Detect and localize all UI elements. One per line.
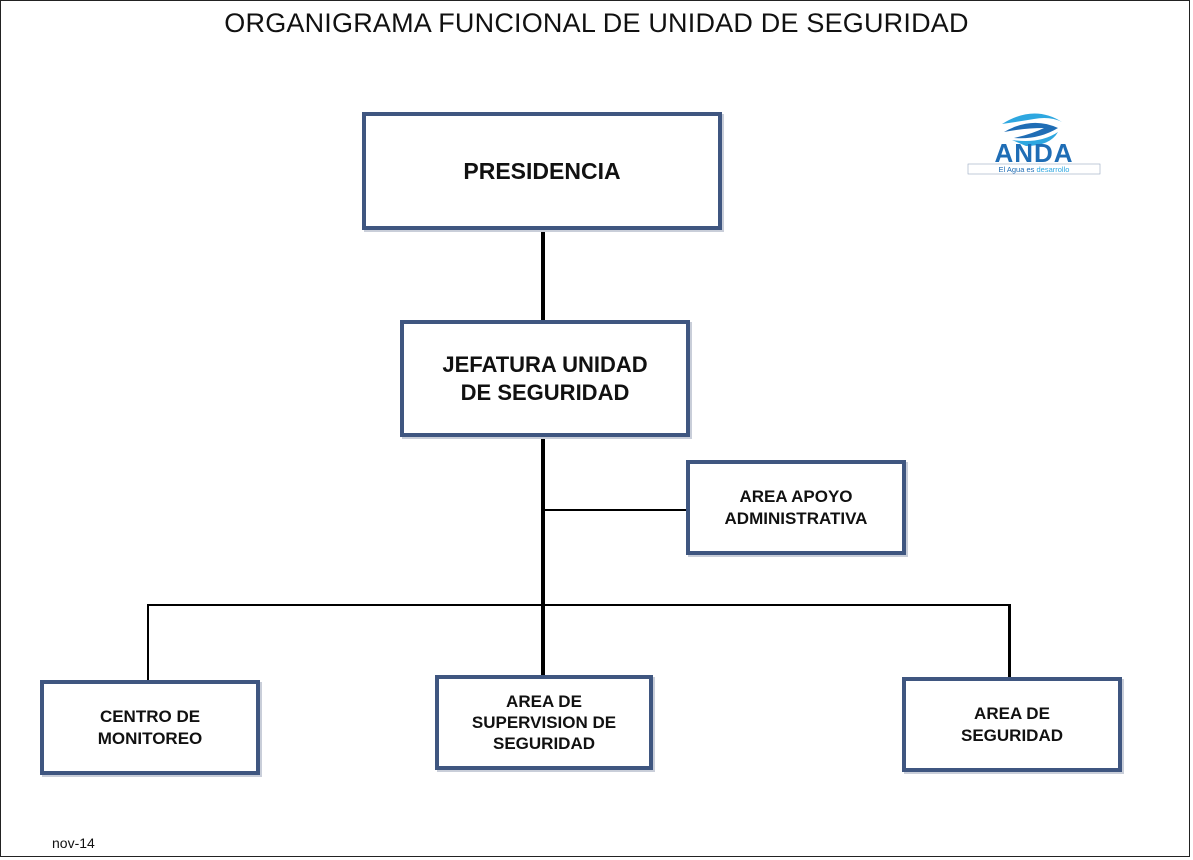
node-jefatura: JEFATURA UNIDAD DE SEGURIDAD: [400, 320, 690, 437]
connector-horizontal-bus: [147, 604, 1011, 606]
logo-tagline: El Agua es desarrollo: [999, 165, 1070, 174]
node-centro-monitoreo: CENTRO DE MONITOREO: [40, 680, 260, 775]
connector-centro: [147, 605, 149, 683]
node-presidencia-label: PRESIDENCIA: [463, 157, 621, 184]
node-centro-monitoreo-label: CENTRO DE MONITOREO: [97, 707, 203, 748]
anda-logo: ANDA El Agua es desarrollo: [967, 113, 1101, 175]
node-area-supervision-label: AREA DE SUPERVISION DE SEGURIDAD: [471, 691, 617, 754]
footer-date: nov-14: [52, 835, 95, 851]
node-area-supervision: AREA DE SUPERVISION DE SEGURIDAD: [435, 675, 653, 770]
connector-jefatura-trunk: [541, 435, 545, 605]
node-area-apoyo-label: AREA APOYO ADMINISTRATIVA: [724, 487, 868, 528]
node-area-seguridad: AREA DE SEGURIDAD: [902, 677, 1122, 772]
node-jefatura-label: JEFATURA UNIDAD DE SEGURIDAD: [442, 352, 648, 405]
connector-apoyo-branch: [543, 509, 688, 511]
node-presidencia: PRESIDENCIA: [362, 112, 722, 230]
connector-presidencia-jefatura: [541, 229, 545, 323]
diagram-title: ORGANIGRAMA FUNCIONAL DE UNIDAD DE SEGUR…: [224, 8, 969, 38]
logo-text: ANDA: [994, 138, 1073, 168]
node-area-apoyo: AREA APOYO ADMINISTRATIVA: [686, 460, 906, 555]
connector-seguridad: [1008, 605, 1011, 679]
node-area-seguridad-label: AREA DE SEGURIDAD: [960, 704, 1063, 745]
connector-supervision: [541, 605, 545, 677]
